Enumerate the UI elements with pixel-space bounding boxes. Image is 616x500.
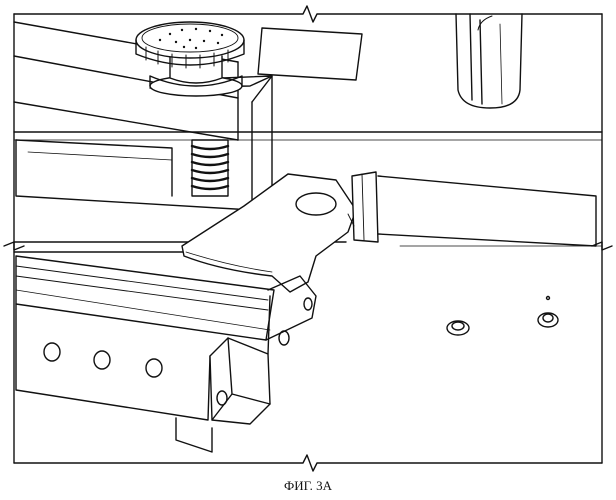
clamp-screw [192, 140, 228, 196]
threaded-sleeve [348, 172, 596, 246]
table-holes [447, 297, 558, 336]
figure-caption: ФИГ. 3А [0, 478, 616, 494]
knurled-knob [136, 22, 244, 96]
clamp-frame [16, 76, 272, 210]
guide-post [456, 14, 522, 108]
back-plate [258, 28, 362, 80]
angle-bar [16, 256, 316, 420]
